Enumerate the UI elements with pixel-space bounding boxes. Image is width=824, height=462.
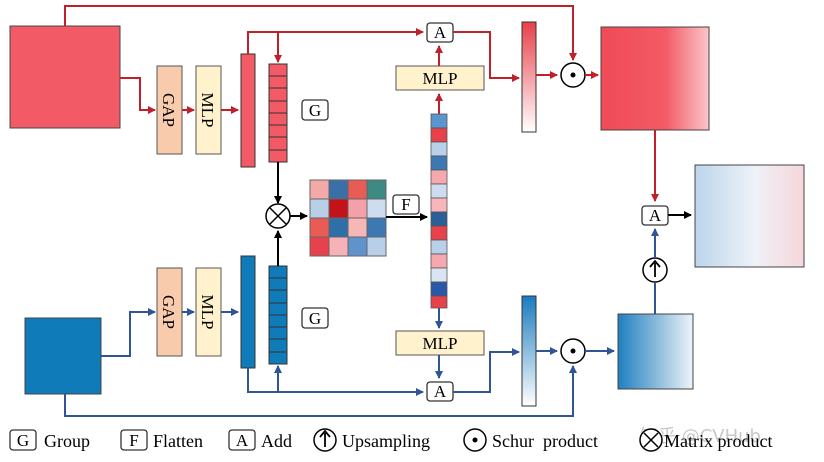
add-top-label: A xyxy=(434,23,447,42)
group-tag-blue-label: G xyxy=(309,309,321,328)
correlation-matrix xyxy=(309,179,387,257)
group-column-red xyxy=(268,63,288,163)
watermark: 知乎 @CVHub xyxy=(640,426,761,447)
gap-block-blue xyxy=(156,267,183,357)
group-tag-blue xyxy=(301,307,329,329)
mlp-bottom-label: MLP xyxy=(423,334,458,353)
input-feature-blue xyxy=(24,317,102,395)
group-tag-red xyxy=(301,99,329,121)
blue-skip-line xyxy=(64,365,577,417)
legend-flatten-text: Flatten xyxy=(153,431,203,451)
group-tag-red-label: G xyxy=(309,101,321,120)
legend-flatten-key: F xyxy=(129,431,138,450)
gap-label-red: GAP xyxy=(159,93,178,127)
mlp-top-label: MLP xyxy=(423,69,458,88)
legend-group-text: Group xyxy=(44,431,90,451)
flattened-vector xyxy=(430,113,448,309)
mlp-label-blue: MLP xyxy=(198,295,217,330)
legend-schur-text: Schur product xyxy=(492,431,598,451)
flatten-tag xyxy=(392,194,420,215)
legend-matrix-text: Matrix product xyxy=(664,431,772,451)
legend: G Group F Flatten A Add Upsampling Schur… xyxy=(9,426,772,452)
input-feature-red xyxy=(9,25,121,129)
group-column-blue xyxy=(268,265,288,365)
add-fusion-label: A xyxy=(649,206,662,225)
fused-output-feature xyxy=(694,164,805,268)
channel-vector-red xyxy=(240,53,256,168)
legend-add-text: Add xyxy=(261,431,292,451)
attention-bar-red xyxy=(521,21,537,133)
channel-vector-blue xyxy=(240,255,256,369)
gap-label-blue: GAP xyxy=(159,295,178,329)
output-feature-red xyxy=(600,26,710,131)
mlp-block-top xyxy=(395,65,485,91)
mlp-block-red xyxy=(195,65,222,155)
legend-upsampling-text: Upsampling xyxy=(342,431,430,451)
output-feature-blue xyxy=(617,313,694,390)
flatten-tag-label: F xyxy=(401,195,410,214)
add-bottom-label: A xyxy=(434,382,447,401)
attention-bar-blue xyxy=(521,295,537,407)
legend-group-key: G xyxy=(17,431,29,450)
legend-add-key: A xyxy=(236,431,249,450)
mlp-label-red: MLP xyxy=(198,93,217,128)
mlp-block-blue xyxy=(195,267,222,357)
mlp-block-bottom xyxy=(395,330,485,356)
red-skip-line xyxy=(64,5,577,61)
